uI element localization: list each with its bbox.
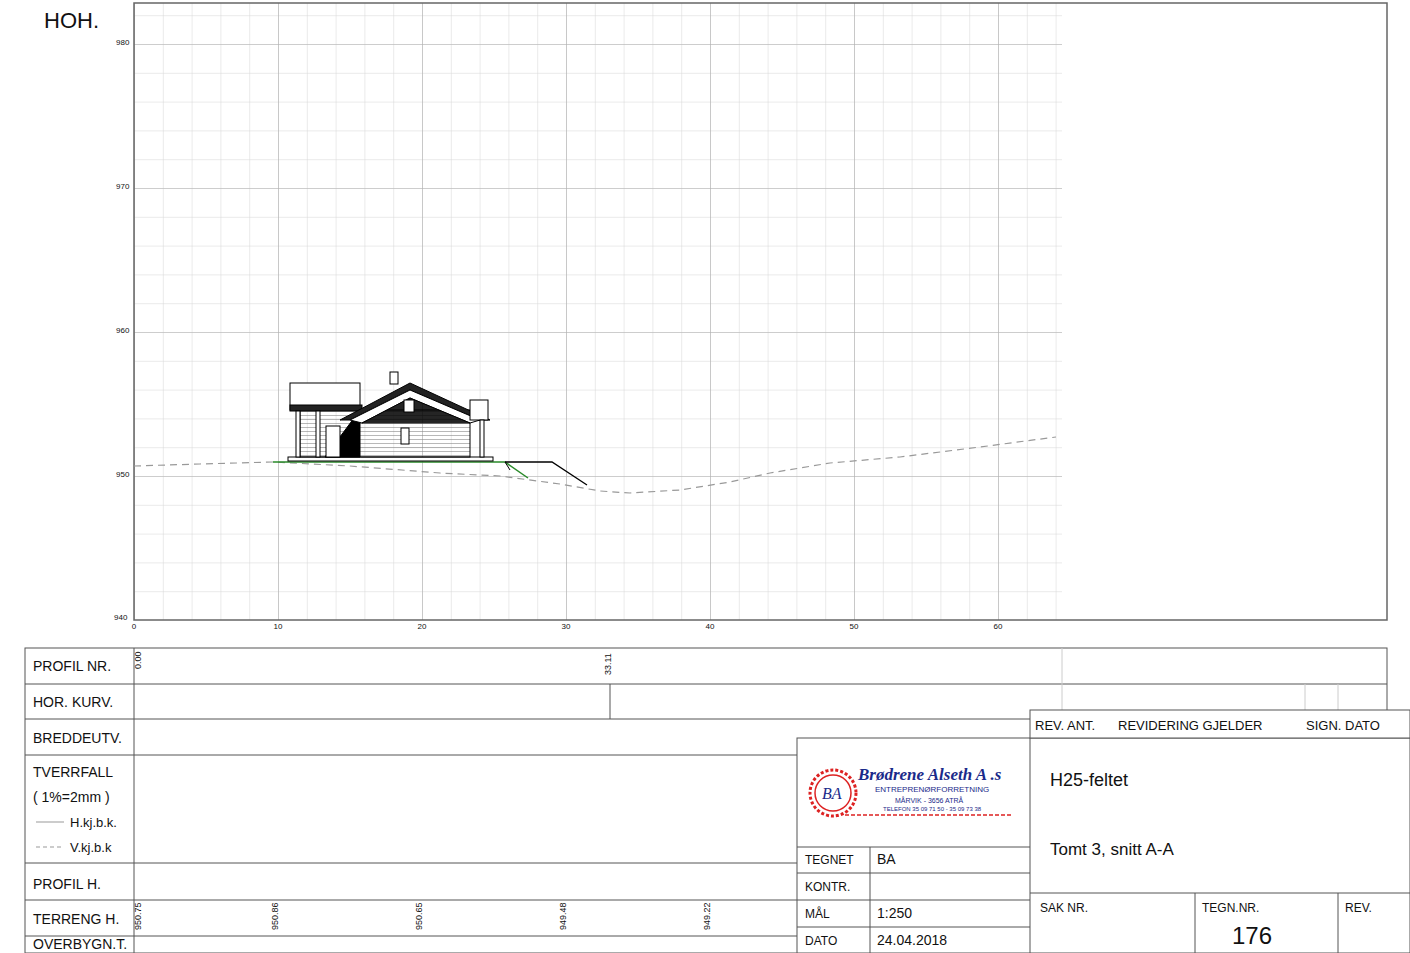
field-value: BA xyxy=(877,852,896,866)
terrain-height: 950.75 xyxy=(134,902,143,930)
sheet-mark: HOH. xyxy=(44,10,99,32)
row-header: HOR. KURV. xyxy=(33,695,113,709)
axis-value: 950 xyxy=(116,471,129,479)
row-header: BREDDEUTV. xyxy=(33,731,122,745)
column-header: REV. ANT. xyxy=(1035,719,1095,732)
field-label: DATO xyxy=(805,935,837,947)
axis-value: 40 xyxy=(706,623,715,631)
field-label: REV. xyxy=(1345,902,1372,914)
company-line: MÅRVIK - 3656 ATRÅ xyxy=(895,797,963,804)
house-elevation xyxy=(288,372,493,461)
axis-value: 10 xyxy=(274,623,283,631)
field-label: SAK NR. xyxy=(1040,902,1088,914)
axis-value: 0 xyxy=(132,623,136,631)
row-header: PROFIL H. xyxy=(33,877,101,891)
field-label: MÅL xyxy=(805,908,830,920)
field-value: 1:250 xyxy=(877,906,912,920)
company-name: Brødrene Alseth A .s xyxy=(858,766,1001,783)
axis-value: 960 xyxy=(116,327,129,335)
row-header: TERRENG H. xyxy=(33,912,119,926)
project-title: H25-feltet xyxy=(1050,771,1128,789)
column-header: REVIDERING GJELDER xyxy=(1118,719,1262,732)
company-line: TELEFON 35 09 71 50 - 35 09 73 38 xyxy=(883,806,981,812)
drawing-number: 176 xyxy=(1232,924,1272,948)
row-header: ( 1%=2mm ) xyxy=(33,790,110,804)
axis-value: 20 xyxy=(418,623,427,631)
field-label: TEGNET xyxy=(805,854,854,866)
axis-value: 50 xyxy=(850,623,859,631)
axis-value: 30 xyxy=(562,623,571,631)
terrain-height: 950.65 xyxy=(415,902,424,930)
drawing-title: Tomt 3, snitt A-A xyxy=(1050,841,1174,858)
terrain-height: 949.48 xyxy=(559,902,568,930)
station-value: 0.00 xyxy=(134,651,143,669)
field-value: 24.04.2018 xyxy=(877,933,947,947)
column-header: SIGN. DATO xyxy=(1306,719,1380,732)
company-line: ENTREPRENØRFORRETNING xyxy=(875,786,989,794)
logo-mark: BA xyxy=(822,786,842,802)
row-header: OVERBYGN.T. xyxy=(33,937,127,951)
row-header: PROFIL NR. xyxy=(33,659,111,673)
axis-value: 980 xyxy=(116,39,129,47)
row-header: H.kj.b.k. xyxy=(70,816,117,829)
axis-value: 940 xyxy=(114,614,127,622)
field-label: KONTR. xyxy=(805,881,850,893)
row-header: TVERRFALL xyxy=(33,765,113,779)
terrain-height: 949.22 xyxy=(703,902,712,930)
axis-value: 60 xyxy=(994,623,1003,631)
field-label: TEGN.NR. xyxy=(1202,902,1259,914)
row-header: V.kj.b.k xyxy=(70,841,111,854)
terrain-height: 950.86 xyxy=(271,902,280,930)
axis-value: 970 xyxy=(116,183,129,191)
station-value: 33.11 xyxy=(604,653,613,675)
